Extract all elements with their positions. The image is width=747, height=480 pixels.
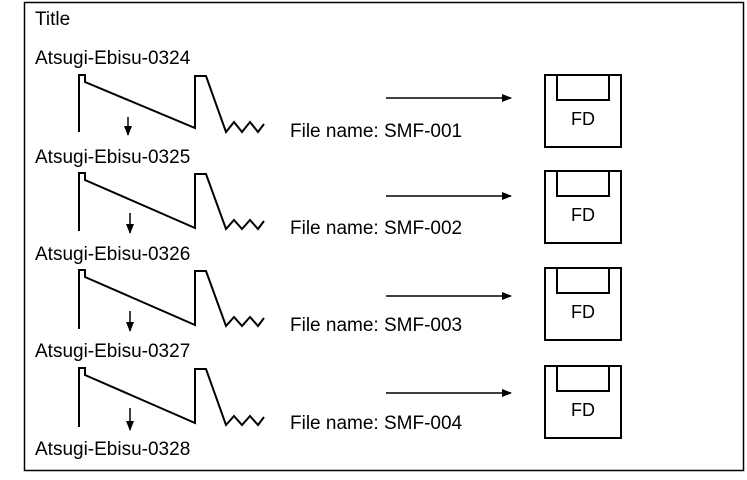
waveform-row-2 xyxy=(78,172,265,234)
file-name-label: File name: SMF-001 xyxy=(290,121,462,142)
floppy-disk-icon: FD xyxy=(544,267,622,341)
title-label-0328: Atsugi-Ebisu-0328 xyxy=(35,439,190,460)
sawtooth-waveform xyxy=(78,172,265,231)
floppy-disk-label: FD xyxy=(571,109,595,129)
floppy-disk-icon: FD xyxy=(544,74,622,148)
title-label-0324: Atsugi-Ebisu-0324 xyxy=(35,48,191,69)
floppy-disk-label: FD xyxy=(571,302,595,322)
floppy-disk-label: FD xyxy=(571,205,595,225)
title-label-0326: Atsugi-Ebisu-0326 xyxy=(35,244,190,265)
sawtooth-waveform xyxy=(78,367,265,427)
floppy-disk-icon: FD xyxy=(544,170,622,244)
file-name-label: File name: SMF-002 xyxy=(290,218,462,239)
title-label-0325: Atsugi-Ebisu-0325 xyxy=(35,147,190,168)
floppy-disk-label: FD xyxy=(571,400,595,420)
sawtooth-waveform xyxy=(78,269,265,329)
waveform-row-3 xyxy=(78,269,265,332)
waveform-row-1 xyxy=(78,74,265,136)
header-label: Title xyxy=(35,9,70,30)
file-name-label: File name: SMF-004 xyxy=(290,413,463,434)
waveform-row-4 xyxy=(78,367,265,431)
title-label-0327: Atsugi-Ebisu-0327 xyxy=(35,341,190,362)
outer-frame xyxy=(23,1,745,472)
file-name-label: File name: SMF-003 xyxy=(290,315,462,336)
floppy-disk-icon: FD xyxy=(544,365,622,439)
sawtooth-waveform xyxy=(78,74,265,135)
